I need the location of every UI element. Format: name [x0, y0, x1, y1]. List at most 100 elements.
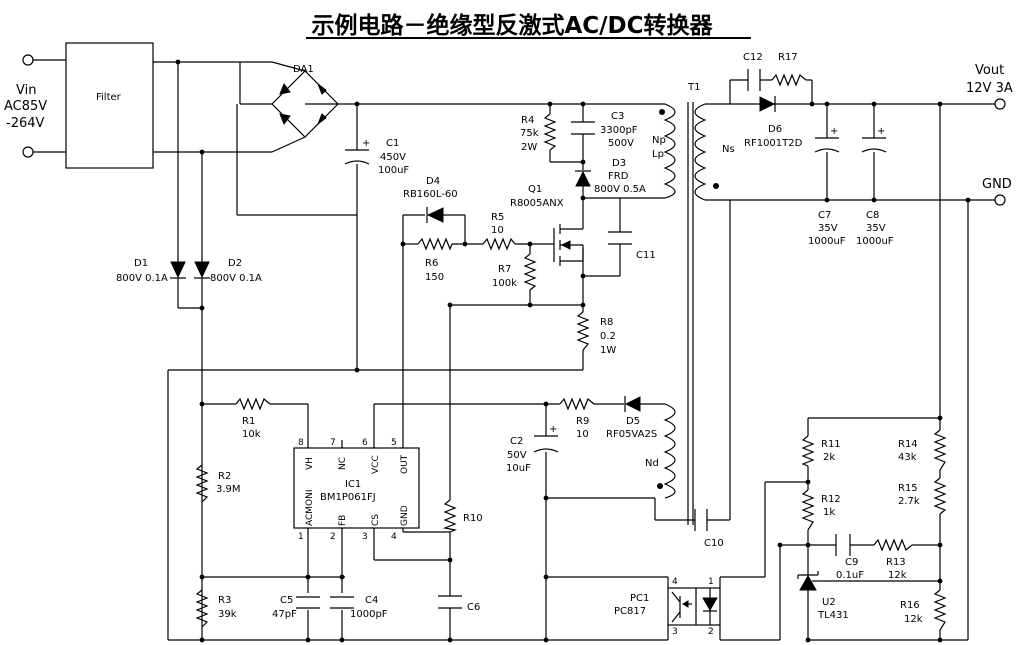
pin-4-number: 4: [391, 532, 397, 542]
resistor-R2: R2 3.9M: [195, 464, 241, 503]
capacitor-C8: + C8 35V 1000uF: [856, 126, 894, 247]
PC1-pin-3: 3: [672, 627, 678, 637]
C5-value: 47pF: [272, 609, 297, 620]
C8-value: 1000uF: [856, 236, 894, 247]
pin-VH-name: VH: [305, 457, 315, 470]
pin-6-number: 6: [362, 438, 368, 448]
vin-terminal-2: [22, 146, 34, 158]
pin-GND-name: GND: [400, 505, 410, 526]
C8-voltage: 35V: [866, 223, 886, 234]
vout-label: Vout: [975, 63, 1004, 78]
resistor-R15: R15 2.7k: [898, 477, 947, 515]
capacitor-C10: C10: [694, 509, 724, 549]
R8-power: 1W: [600, 345, 616, 356]
IC1-label: IC1: [345, 479, 361, 490]
pin-FB-name: FB: [338, 515, 348, 526]
C9-label: C9: [845, 557, 858, 568]
resistor-R6: R6 150: [417, 237, 453, 283]
capacitor-C9: C9 0.1uF: [835, 534, 864, 581]
bridge-rectifier-DA1: DA1: [239, 61, 339, 153]
resistor-R8: R8 0.2 1W: [576, 311, 616, 356]
vin-label: Vin: [16, 83, 36, 98]
C12-label: C12: [743, 52, 763, 63]
R15-value: 2.7k: [898, 496, 920, 507]
PC1-pin-2: 2: [708, 627, 714, 637]
C10-label: C10: [704, 538, 724, 549]
resistor-R5: R5 10: [482, 212, 516, 251]
pin-1-number: 1: [298, 532, 304, 542]
D5-part: RF05VA2S: [606, 429, 657, 440]
PC1-pin-4: 4: [672, 577, 678, 587]
C4-value: 1000pF: [350, 609, 388, 620]
vin-terminal-1: [22, 54, 34, 66]
diode-D3: D3 FRD 800V 0.5A: [575, 158, 646, 195]
capacitor-C7: + C7 35V 1000uF: [808, 126, 846, 247]
page-title: 示例电路－绝缘型反激式AC/DC转换器: [311, 13, 713, 39]
R4-label: R4: [521, 115, 534, 126]
T1-label: T1: [687, 82, 700, 93]
capacitor-C4: C4 1000pF: [330, 595, 388, 620]
diode-D4: D4 RB160L-60: [403, 176, 458, 223]
U2-label: U2: [822, 597, 836, 608]
D2-label: D2: [228, 258, 242, 269]
R15-label: R15: [898, 483, 918, 494]
R2-value: 3.9M: [216, 484, 241, 495]
Nd-label: Nd: [645, 458, 659, 469]
terminals: Vin AC85V -264V Vout 12V 3A GND: [4, 54, 1013, 206]
D4-label: D4: [426, 176, 440, 187]
diode-D5: D5 RF05VA2S: [606, 396, 657, 440]
R1-label: R1: [242, 416, 255, 427]
R5-value: 10: [491, 225, 504, 236]
resistor-R7: R7 100k: [492, 253, 537, 291]
resistor-R9: R9 10: [559, 397, 600, 440]
C7-voltage: 35V: [818, 223, 838, 234]
R13-value: 12k: [888, 570, 907, 581]
C4-label: C4: [365, 595, 378, 606]
R12-label: R12: [821, 494, 841, 505]
shunt-regulator-U2: U2 TL431: [797, 571, 849, 621]
C1-voltage: 450V: [380, 152, 406, 163]
capacitor-C1: + C1 450V 100uF: [344, 138, 409, 176]
svg-text:+: +: [549, 424, 557, 435]
R3-label: R3: [218, 595, 231, 606]
pin-3-number: 3: [362, 532, 368, 542]
gnd-label: GND: [982, 177, 1012, 192]
pin-8-number: 8: [298, 438, 304, 448]
pin-ACMONI-name: ACMONI: [305, 489, 315, 526]
D3-rating: 800V 0.5A: [594, 184, 646, 195]
R5-label: R5: [491, 212, 504, 223]
DA1-label: DA1: [293, 64, 314, 75]
C2-label: C2: [510, 436, 523, 447]
C3-label: C3: [611, 111, 624, 122]
U2-part: TL431: [817, 610, 849, 621]
capacitor-C11: C11: [608, 231, 656, 261]
R14-label: R14: [898, 439, 918, 450]
resistor-R13: R13 12k: [873, 538, 913, 581]
filter-block: Filter: [65, 42, 154, 169]
D4-part: RB160L-60: [403, 189, 458, 200]
R8-value: 0.2: [600, 331, 616, 342]
R7-value: 100k: [492, 278, 517, 289]
gnd-terminal: [994, 194, 1006, 206]
capacitor-C5: C5 47pF: [272, 595, 320, 620]
Np-label: Np: [652, 135, 666, 146]
pin-NC-name: NC: [338, 457, 348, 470]
diode-D6: D6 RF1001T2D: [744, 96, 803, 149]
resistor-R10: R10: [442, 499, 483, 533]
R16-value: 12k: [904, 614, 923, 625]
C5-label: C5: [280, 595, 293, 606]
svg-text:+: +: [877, 126, 885, 137]
C6-label: C6: [467, 602, 480, 613]
resistor-R17: R17: [771, 52, 807, 87]
resistor-R11: R11 2k: [801, 435, 841, 467]
C1-value: 100uF: [378, 165, 409, 176]
D2-rating: 800V 0.1A: [210, 273, 262, 284]
C7-label: C7: [818, 210, 831, 221]
R8-label: R8: [600, 317, 613, 328]
vout-terminal: [994, 98, 1006, 110]
R3-value: 39k: [218, 609, 237, 620]
R2-label: R2: [218, 471, 231, 482]
R11-value: 2k: [823, 452, 835, 463]
svg-text:+: +: [362, 138, 370, 149]
